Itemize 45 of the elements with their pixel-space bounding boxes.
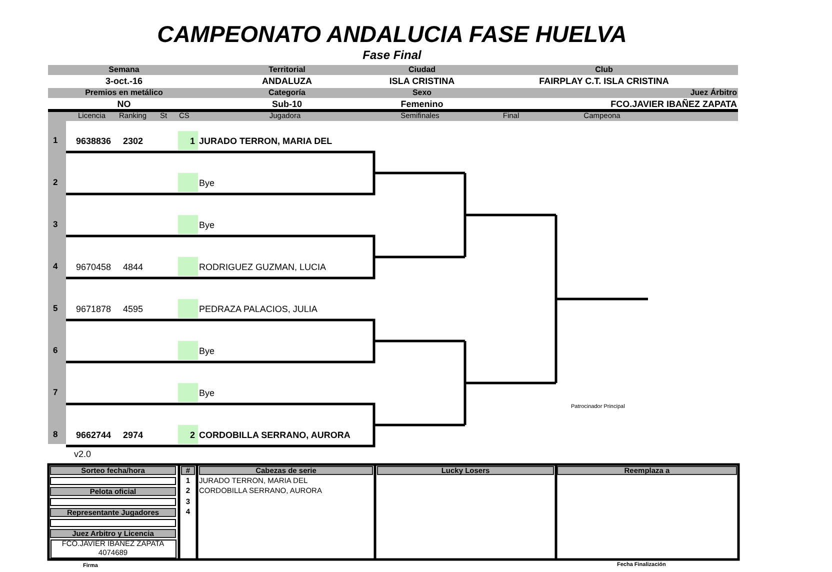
license-number: 9662744: [76, 430, 112, 440]
field-value: Sub-10: [272, 98, 302, 109]
row-number: 2: [53, 178, 58, 188]
player-name: Bye: [199, 178, 215, 188]
column-header: Club: [595, 65, 613, 74]
field-value: NO: [117, 98, 131, 109]
column-header: Categoría: [268, 88, 306, 98]
player-name: Bye: [199, 220, 215, 230]
row-number: 1: [53, 136, 58, 146]
subtitle: Fase Final: [362, 48, 422, 63]
title: CAMPEONATO ANDALUCIA FASE HUELVA: [157, 21, 627, 48]
player-name: RODRIGUEZ GUZMAN, LUCIA: [199, 262, 326, 272]
field-value: FCO.JAVIER IBAÑEZ ZAPATA: [610, 98, 737, 109]
ranking-number: 2974: [123, 430, 144, 440]
seed-cell: 1: [178, 130, 198, 150]
column-header: Sexo: [412, 88, 432, 98]
ranking-number: 4595: [123, 304, 144, 314]
row-number: 5: [53, 304, 58, 314]
row-number: 7: [53, 388, 58, 398]
license-number: 9671878: [76, 304, 112, 314]
column-header: Semana: [108, 65, 140, 74]
row-number: 8: [53, 430, 58, 440]
row-number: 3: [53, 220, 58, 230]
player-name: JURADO TERRON, MARIA DEL: [199, 136, 332, 146]
field-value: ISLA CRISTINA: [389, 76, 455, 86]
row-number: 6: [53, 346, 58, 356]
player-name: Bye: [199, 346, 215, 356]
ranking-number: 4844: [123, 262, 144, 272]
column-header: Premios en metálico: [85, 88, 163, 98]
version-label: v2.0: [74, 448, 92, 459]
field-value: Femenino: [400, 98, 444, 109]
column-header: Ciudad: [408, 65, 436, 74]
column-header: Territorial: [268, 65, 306, 74]
ranking-number: 2302: [123, 136, 144, 146]
field-value: 3-oct.-16: [106, 76, 142, 86]
license-number: 9638836: [76, 136, 112, 146]
column-header: Juez Árbitro: [690, 88, 737, 98]
field-value: ANDALUZA: [262, 76, 312, 86]
player-name: PEDRAZA PALACIOS, JULIA: [199, 304, 318, 314]
player-name: CORDOBILLA SERRANO, AURORA: [199, 430, 350, 440]
player-name: Bye: [199, 388, 215, 398]
field-value: FAIRPLAY C.T. ISLA CRISTINA: [539, 76, 669, 86]
seed-cell: 2: [178, 424, 198, 444]
row-number: 4: [53, 262, 58, 272]
license-number: 9670458: [76, 262, 112, 272]
